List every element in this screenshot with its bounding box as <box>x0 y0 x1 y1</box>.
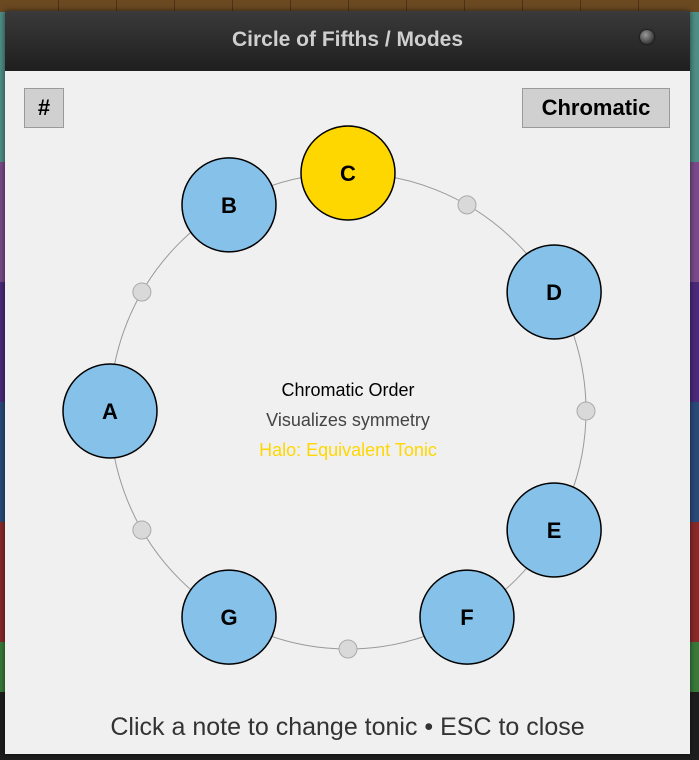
empty-slot-dot[interactable] <box>132 282 152 302</box>
note-circle[interactable] <box>181 569 277 665</box>
title-bar[interactable]: Circle of Fifths / Modes <box>5 11 690 71</box>
note-label: B <box>221 193 237 218</box>
accidental-toggle-button[interactable]: # <box>24 88 64 128</box>
note-g-button[interactable]: G <box>181 569 277 665</box>
note-circle[interactable] <box>181 157 277 253</box>
note-b-button[interactable]: B <box>181 157 277 253</box>
note-label: A <box>102 399 118 424</box>
background-strip <box>689 282 699 402</box>
close-icon[interactable] <box>640 30 654 44</box>
empty-slot-dot[interactable] <box>338 639 358 659</box>
note-f-button[interactable]: F <box>419 569 515 665</box>
background-strip <box>0 402 6 522</box>
note-circle[interactable] <box>419 569 515 665</box>
order-label: Chromatic Order <box>281 380 415 400</box>
note-label: C <box>340 161 356 186</box>
note-c-button[interactable]: C <box>300 125 396 221</box>
modes-dialog: Circle of Fifths / Modes # Chromatic C D E… <box>5 11 690 754</box>
background-strip <box>0 642 6 692</box>
note-label: G <box>220 605 237 630</box>
empty-slot-dot[interactable] <box>132 520 152 540</box>
note-circle[interactable] <box>506 244 602 340</box>
note-circle[interactable] <box>62 363 158 459</box>
note-label: D <box>546 280 562 305</box>
note-circle[interactable] <box>506 482 602 578</box>
note-a-button[interactable]: A <box>62 363 158 459</box>
background-strip <box>689 12 699 162</box>
empty-slot-dot[interactable] <box>457 195 477 215</box>
note-label: F <box>460 605 473 630</box>
note-circle[interactable] <box>300 125 396 221</box>
background-strip <box>689 642 699 692</box>
background-strip <box>689 402 699 522</box>
background-wood-strip <box>0 0 699 12</box>
footer-hint: Click a note to change tonic • ESC to cl… <box>110 713 585 741</box>
background-strip <box>0 12 6 162</box>
halo-legend: Halo: Equivalent Tonic <box>259 440 437 460</box>
description-label: Visualizes symmetry <box>266 410 430 430</box>
note-e-button[interactable]: E <box>506 482 602 578</box>
background-strip <box>689 162 699 282</box>
note-d-button[interactable]: D <box>506 244 602 340</box>
note-label: E <box>547 518 562 543</box>
note-wheel: C D E F G A B <box>62 125 602 665</box>
window-title: Circle of Fifths / Modes <box>231 28 464 51</box>
background-strip <box>0 522 6 642</box>
background-strip <box>689 522 699 642</box>
mode-select-button[interactable]: Chromatic <box>522 88 670 128</box>
wheel-center-info: Chromatic Order Visualizes symmetry Halo… <box>203 375 493 465</box>
background-strip <box>0 162 6 282</box>
background-strip <box>0 282 6 402</box>
empty-slot-dot[interactable] <box>576 401 596 421</box>
